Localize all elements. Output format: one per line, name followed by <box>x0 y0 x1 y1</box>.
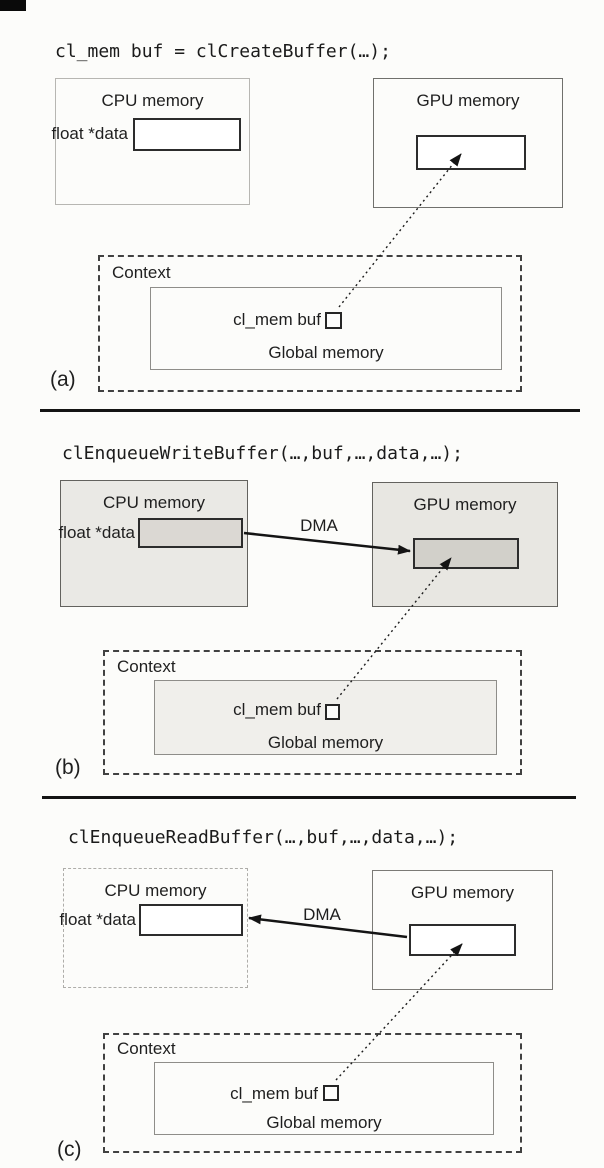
cpu-memory-title: CPU memory <box>101 91 204 110</box>
cpu-buffer-rect <box>138 518 243 548</box>
panel-tag: (b) <box>55 756 81 779</box>
global-memory-title: Global memory <box>268 343 384 362</box>
context-title: Context <box>112 263 171 282</box>
code-line: clEnqueueWriteBuffer(…,buf,…,data,…); <box>62 443 463 464</box>
gpu-buffer-rect <box>416 135 526 170</box>
code-line: cl_mem buf = clCreateBuffer(…); <box>55 41 391 62</box>
global-memory-box: cl_mem buf Global memory <box>154 1062 494 1135</box>
global-memory-title: Global memory <box>267 733 384 752</box>
global-memory-title: Global memory <box>266 1113 382 1132</box>
cpu-buffer-rect <box>139 904 243 936</box>
cpu-memory-title: CPU memory <box>102 493 205 512</box>
global-memory-box: cl_mem buf Global memory <box>150 287 502 370</box>
pointer-label: float *data <box>58 523 135 542</box>
gpu-memory-title: GPU memory <box>416 91 520 110</box>
buffer-handle-label: cl_mem buf <box>233 700 321 719</box>
gpu-memory-box: GPU memory <box>372 870 553 990</box>
dma-label: DMA <box>303 905 341 924</box>
gpu-memory-box: GPU memory <box>373 78 563 208</box>
cpu-memory-box: CPU memory <box>60 480 248 607</box>
panel-tag: (a) <box>50 368 76 391</box>
global-memory-box: cl_mem buf Global memory <box>154 680 497 755</box>
context-box: Context cl_mem buf Global memory <box>103 650 522 775</box>
pointer-label: float *data <box>59 910 136 929</box>
context-box: Context cl_mem buf Global memory <box>103 1033 522 1153</box>
cpu-memory-title: CPU memory <box>104 881 207 900</box>
context-title: Context <box>117 1039 176 1058</box>
cpu-memory-box: CPU memory <box>63 868 248 988</box>
gpu-buffer-rect <box>413 538 519 569</box>
dma-label: DMA <box>300 516 338 535</box>
gpu-buffer-rect <box>409 924 516 956</box>
pointer-label: float *data <box>51 124 128 143</box>
scan-artifact <box>0 0 26 11</box>
buffer-handle-square <box>325 312 342 329</box>
buffer-handle-label: cl_mem buf <box>233 310 321 329</box>
gpu-memory-title: GPU memory <box>411 883 514 902</box>
buffer-handle-square <box>323 1085 339 1101</box>
panel-divider <box>42 796 576 799</box>
gpu-memory-box: GPU memory <box>372 482 558 607</box>
buffer-handle-label: cl_mem buf <box>230 1084 318 1103</box>
gpu-memory-title: GPU memory <box>413 495 517 514</box>
cpu-buffer-rect <box>133 118 241 151</box>
buffer-handle-square <box>325 704 340 720</box>
cpu-memory-box: CPU memory <box>55 78 250 205</box>
context-title: Context <box>117 657 176 676</box>
context-box: Context cl_mem buf Global memory <box>98 255 522 392</box>
panel-tag: (c) <box>57 1138 82 1161</box>
code-line: clEnqueueReadBuffer(…,buf,…,data,…); <box>68 827 459 848</box>
panel-divider <box>40 409 580 412</box>
